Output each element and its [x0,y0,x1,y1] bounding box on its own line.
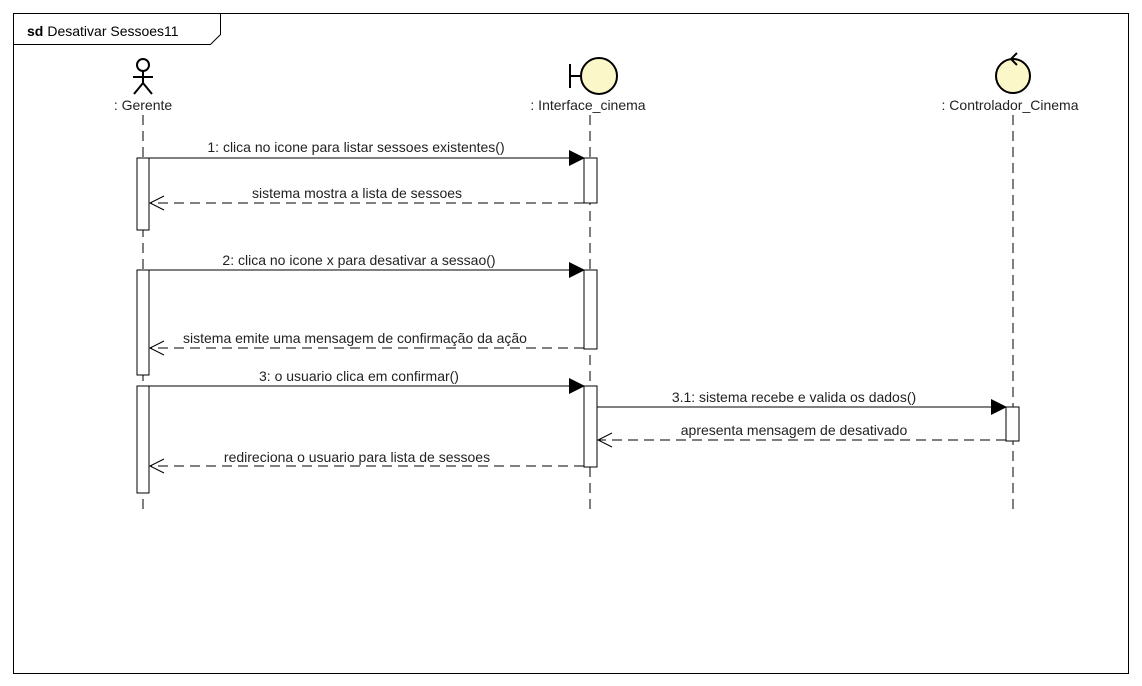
message-label-7: apresenta mensagem de desativado [681,422,908,438]
control-icon [995,52,1031,94]
activation-bar-interface-2 [583,269,598,350]
lifeline-controlador-label: : Controlador_Cinema [942,97,1079,113]
frame-name: Desativar Sessoes11 [47,23,178,39]
activation-bar-gerente-1 [136,157,150,231]
activation-bar-interface-1 [583,157,598,204]
message-arrowhead-7 [596,432,613,448]
message-arrowhead-8 [148,458,165,474]
actor-icon [133,58,153,95]
message-label-5: 3: o usuario clica em confirmar() [259,368,459,384]
frame-title-tab [13,13,221,45]
activation-bar-interface-3 [583,385,598,468]
message-label-1: 1: clica no icone para listar sessoes ex… [207,139,504,155]
diagram-frame [13,13,1129,674]
message-label-2: sistema mostra a lista de sessoes [252,185,462,201]
activation-bar-gerente-3 [136,385,150,494]
activation-bar-gerente-2 [136,269,150,376]
message-label-6: 3.1: sistema recebe e valida os dados() [672,389,916,405]
message-label-3: 2: clica no icone x para desativar a ses… [222,252,495,268]
lifeline-gerente-label: : Gerente [114,97,173,113]
boundary-icon [569,57,618,95]
message-arrowhead-2 [148,195,165,211]
message-arrowhead-4 [148,340,165,356]
frame-keyword: sd [27,23,43,39]
lifeline-interface-label: : Interface_cinema [530,97,645,113]
message-label-8: redireciona o usuario para lista de sess… [224,449,490,465]
activation-bar-controlador-1 [1005,406,1020,442]
message-label-4: sistema emite uma mensagem de confirmaçã… [183,330,527,346]
